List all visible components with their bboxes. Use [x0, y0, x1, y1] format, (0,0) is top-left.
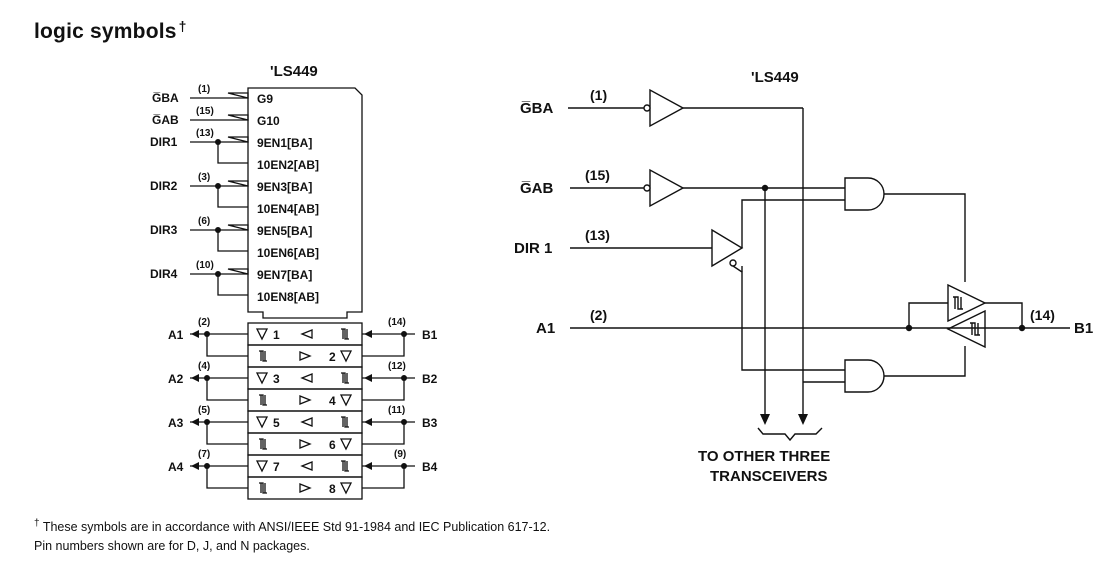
port-a2-label: A2 [168, 372, 184, 386]
control-label-10en6: 10EN6[AB] [257, 246, 319, 260]
dir-buffer [711, 228, 744, 268]
gab-label: G̅AB [152, 113, 179, 127]
footnote-text-1: These symbols are in accordance with ANS… [42, 520, 551, 535]
control-label-g10: G10 [257, 114, 280, 128]
gba-buffer [649, 88, 685, 128]
io-number-8: 8 [329, 482, 336, 496]
port-b3-pin: (11) [388, 405, 405, 416]
gba-label: G̅BA [152, 91, 179, 105]
note-line-1: TO OTHER THREE [698, 448, 830, 465]
control-label-10en4: 10EN4[AB] [257, 202, 319, 216]
control-label-9en3: 9EN3[BA] [257, 180, 312, 194]
dir2-label: DIR2 [150, 179, 178, 193]
port-b2-label: B2 [422, 372, 438, 386]
and-gate-bottom [844, 359, 885, 393]
control-label-9en5: 9EN5[BA] [257, 224, 312, 238]
io-number-6: 6 [329, 438, 336, 452]
io-cell-symbols [255, 328, 353, 495]
right-gab-label: G̅AB [520, 180, 554, 197]
right-a1-pin: (2) [590, 307, 607, 323]
control-label-10en8: 10EN8[AB] [257, 290, 319, 304]
port-b3-label: B3 [422, 416, 438, 430]
dir3-pin: (6) [198, 216, 210, 227]
control-label-9en1: 9EN1[BA] [257, 136, 312, 150]
title-text: logic symbols [34, 20, 177, 43]
dir1-pin: (13) [196, 128, 214, 139]
port-b4-pin: (9) [394, 449, 406, 460]
tristate-buffer-ab [947, 283, 987, 323]
io-number-7: 7 [273, 460, 280, 474]
dir1-label: DIR1 [150, 135, 178, 149]
port-b4-label: B4 [422, 460, 438, 474]
left-part-number: 'LS449 [270, 63, 318, 80]
right-dir-label: DIR 1 [514, 240, 552, 257]
tristate-buffer-ba [946, 309, 986, 349]
gba-pin: (1) [198, 84, 210, 95]
footnote-dagger: † [34, 518, 40, 529]
port-a1-pin: (2) [198, 317, 210, 328]
port-a4-pin: (7) [198, 449, 210, 460]
control-block [247, 87, 363, 319]
right-gba-label: G̅BA [520, 100, 554, 117]
port-b1-pin: (14) [388, 317, 406, 328]
right-part-number: 'LS449 [751, 69, 799, 86]
footnote-line-2: Pin numbers shown are for D, J, and N pa… [34, 539, 310, 553]
dir4-pin: (10) [196, 260, 214, 271]
io-number-2: 2 [329, 350, 336, 364]
io-number-3: 3 [273, 372, 280, 386]
right-a1-label: A1 [536, 320, 555, 337]
gab-pin: (15) [196, 106, 214, 117]
page-title: logic symbols† [34, 18, 187, 44]
port-b2-pin: (12) [388, 361, 406, 372]
right-logic-diagram [568, 88, 1070, 442]
io-number-5: 5 [273, 416, 280, 430]
port-a3-pin: (5) [198, 405, 210, 416]
right-b1-label: B1 [1074, 320, 1093, 337]
footnote-line-1: † These symbols are in accordance with A… [34, 518, 550, 534]
port-a4-label: A4 [168, 460, 184, 474]
and-gate-top [844, 177, 885, 211]
dir2-pin: (3) [198, 172, 210, 183]
io-number-4: 4 [329, 394, 336, 408]
port-a2-pin: (4) [198, 361, 210, 372]
note-line-2: TRANSCEIVERS [710, 468, 828, 485]
port-a3-label: A3 [168, 416, 184, 430]
right-b1-pin: (14) [1030, 307, 1055, 323]
title-dagger: † [178, 18, 187, 34]
port-b1-label: B1 [422, 328, 438, 342]
dir4-label: DIR4 [150, 267, 178, 281]
port-a1-label: A1 [168, 328, 184, 342]
right-dir-pin: (13) [585, 227, 610, 243]
right-gab-pin: (15) [585, 167, 610, 183]
dir3-label: DIR3 [150, 223, 178, 237]
control-label-9en7: 9EN7[BA] [257, 268, 312, 282]
io-number-1: 1 [273, 328, 280, 342]
right-gba-pin: (1) [590, 87, 607, 103]
control-label-10en2: 10EN2[AB] [257, 158, 319, 172]
gab-buffer [649, 168, 685, 208]
control-label-g9: G9 [257, 92, 273, 106]
